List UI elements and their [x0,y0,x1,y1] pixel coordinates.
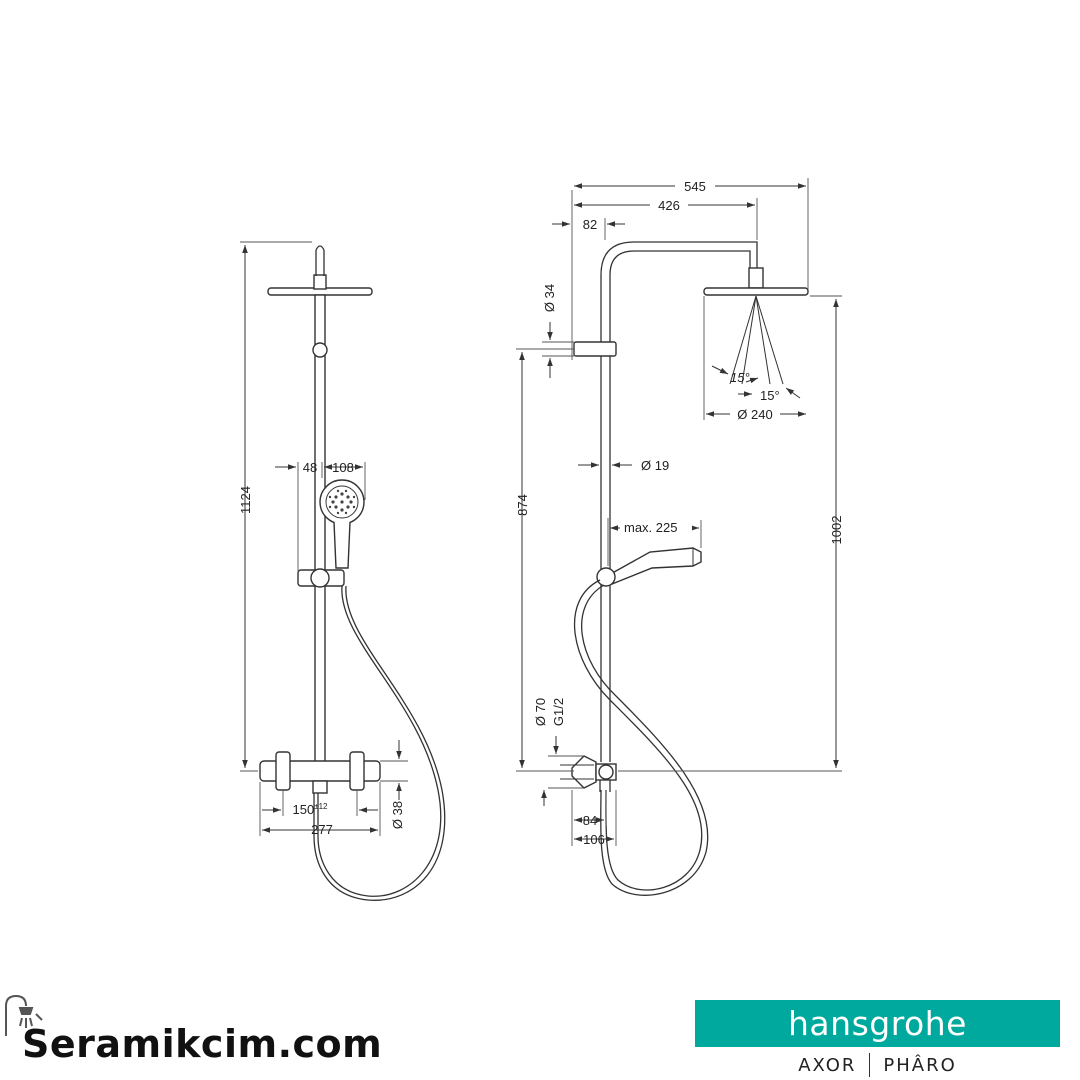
dim-connector-diameter: Ø 70 [533,698,548,726]
dim-spray-angle-left: 15° [730,370,750,385]
side-view: 15° 15° 545 426 8 [515,178,844,896]
dim-head-height: 1002 [829,516,844,545]
dim-bracket-height: 874 [515,494,530,516]
dim-overall-reach: 545 [684,179,706,194]
side-shower-head [703,287,809,296]
front-hand-shower [319,479,365,569]
brand-name: hansgrohe [788,1004,967,1043]
front-riser-pipe [314,294,326,763]
site-logo [5,994,43,1036]
dim-body-diameter: Ø 38 [390,801,405,829]
sub-brand-axor: AXOR [798,1054,857,1076]
dim-pipe-diameter: Ø 19 [641,458,669,473]
site-name: Seramikcim.com [22,1022,383,1066]
dim-spray-angle-right: 15° [760,388,780,403]
dim-projection-long: 106 [583,832,605,847]
side-hand-shower [606,547,702,585]
shower-icon [5,994,43,1036]
dim-head-diameter: Ø 240 [737,407,772,422]
dim-hand-offset: 48 [303,460,317,475]
dim-center-distance: 150±12 [293,802,329,817]
side-connector [571,755,617,792]
brand-logo: hansgrohe [695,1000,1060,1047]
sub-brand-pharo: PHÂRO [883,1054,957,1076]
side-wall-bracket [573,341,617,357]
side-hose [573,579,703,891]
dim-hand-width: 108 [332,460,354,475]
dim-body-width: 277 [311,822,333,837]
front-hose [317,585,442,897]
dim-thread: G1/2 [551,698,566,726]
front-view: 1124 48 108 150±12 277 Ø 38 [238,241,446,901]
dim-height-total: 1124 [238,486,253,514]
brand-divider [869,1053,871,1077]
sub-brands: AXOR PHÂRO [695,1050,1060,1080]
dim-wall-offset: 82 [583,217,597,232]
dim-projection-short: 84 [583,813,597,828]
dim-hand-reach: max. 225 [624,520,677,535]
dim-arm-reach: 426 [658,198,680,213]
side-riser-and-arm [600,241,758,762]
dim-bracket-diameter: Ø 34 [542,284,557,312]
